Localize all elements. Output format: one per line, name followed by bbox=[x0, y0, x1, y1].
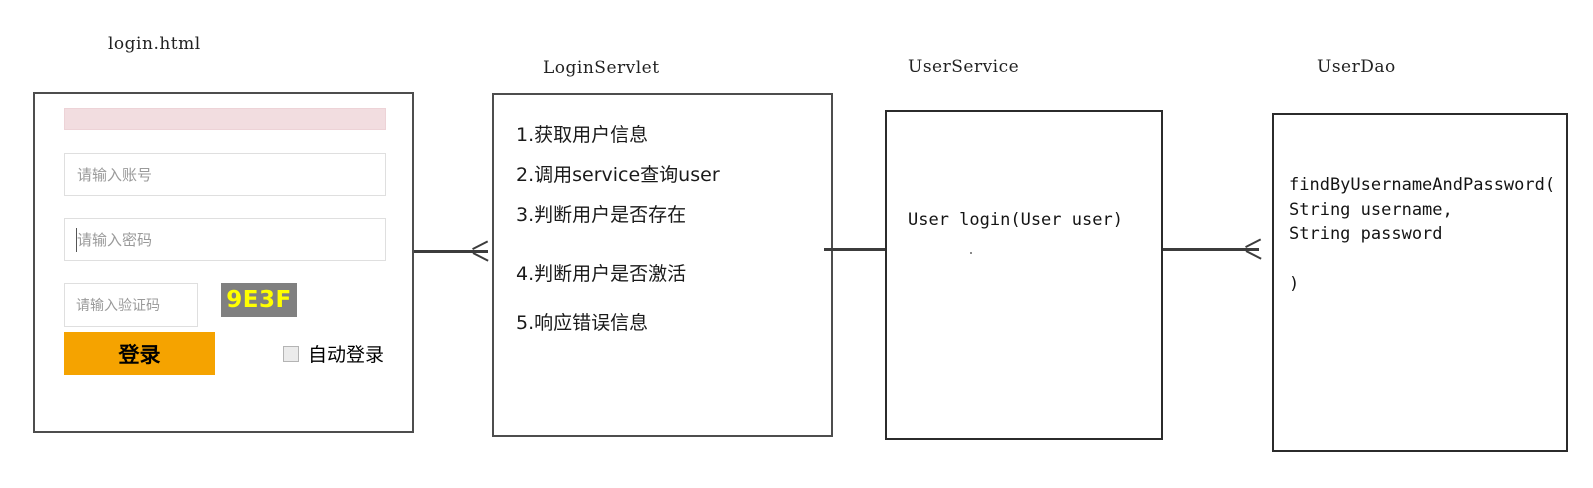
autologin-label: 自动登录 bbox=[308, 344, 385, 366]
node-title-user-dao: UserDao bbox=[1317, 57, 1396, 77]
login-html-box: 请输入账号 请输入密码 请输入验证码 9E3F 登录 自动登录 bbox=[33, 92, 414, 433]
password-placeholder: 请输入密码 bbox=[77, 231, 153, 249]
login-submit-button[interactable]: 登录 bbox=[64, 332, 215, 375]
user-service-box: User login(User user) bbox=[885, 110, 1163, 440]
autologin-checkbox[interactable] bbox=[283, 345, 299, 362]
password-input[interactable]: 请输入密码 bbox=[64, 218, 386, 261]
servlet-step-list: 1.获取用户信息 2.调用service查询user 3.判断用户是否存在 4.… bbox=[516, 120, 823, 348]
login-servlet-box: 1.获取用户信息 2.调用service查询user 3.判断用户是否存在 4.… bbox=[492, 93, 833, 437]
node-title-user-service: UserService bbox=[908, 57, 1020, 77]
list-item: 5.响应错误信息 bbox=[516, 312, 649, 334]
user-dao-signature: findByUsernameAndPassword( String userna… bbox=[1289, 175, 1556, 294]
username-placeholder: 请输入账号 bbox=[77, 166, 153, 184]
arrowhead-icon-login-to-servlet bbox=[473, 242, 487, 260]
connector-servlet-to-service bbox=[824, 248, 896, 251]
user-dao-box: findByUsernameAndPassword( String userna… bbox=[1272, 113, 1568, 452]
user-service-signature: User login(User user) bbox=[908, 210, 1123, 230]
autologin-group[interactable]: 自动登录 bbox=[283, 340, 384, 367]
captcha-placeholder: 请输入验证码 bbox=[76, 298, 160, 314]
captcha-image[interactable]: 9E3F bbox=[221, 283, 297, 317]
error-alert-banner bbox=[64, 108, 386, 130]
text-caret bbox=[76, 228, 77, 252]
connector-login-to-servlet bbox=[414, 250, 488, 253]
username-input[interactable]: 请输入账号 bbox=[64, 153, 386, 196]
list-item: 1.获取用户信息 bbox=[516, 124, 649, 146]
connector-service-to-dao bbox=[1163, 248, 1259, 251]
captcha-input[interactable]: 请输入验证码 bbox=[64, 283, 198, 327]
list-item: 2.调用service查询user bbox=[516, 164, 720, 186]
list-item: 4.判断用户是否激活 bbox=[516, 263, 687, 285]
login-form: 请输入账号 请输入密码 请输入验证码 9E3F 登录 自动登录 bbox=[64, 108, 386, 375]
stray-dot bbox=[970, 252, 972, 254]
login-action-row: 登录 自动登录 bbox=[64, 332, 386, 375]
node-title-login-servlet: LoginServlet bbox=[543, 58, 660, 78]
captcha-row: 请输入验证码 9E3F bbox=[64, 283, 386, 327]
list-item: 3.判断用户是否存在 bbox=[516, 204, 687, 226]
arrowhead-icon-service-to-dao bbox=[1246, 240, 1260, 258]
node-title-login-html: login.html bbox=[108, 34, 201, 54]
